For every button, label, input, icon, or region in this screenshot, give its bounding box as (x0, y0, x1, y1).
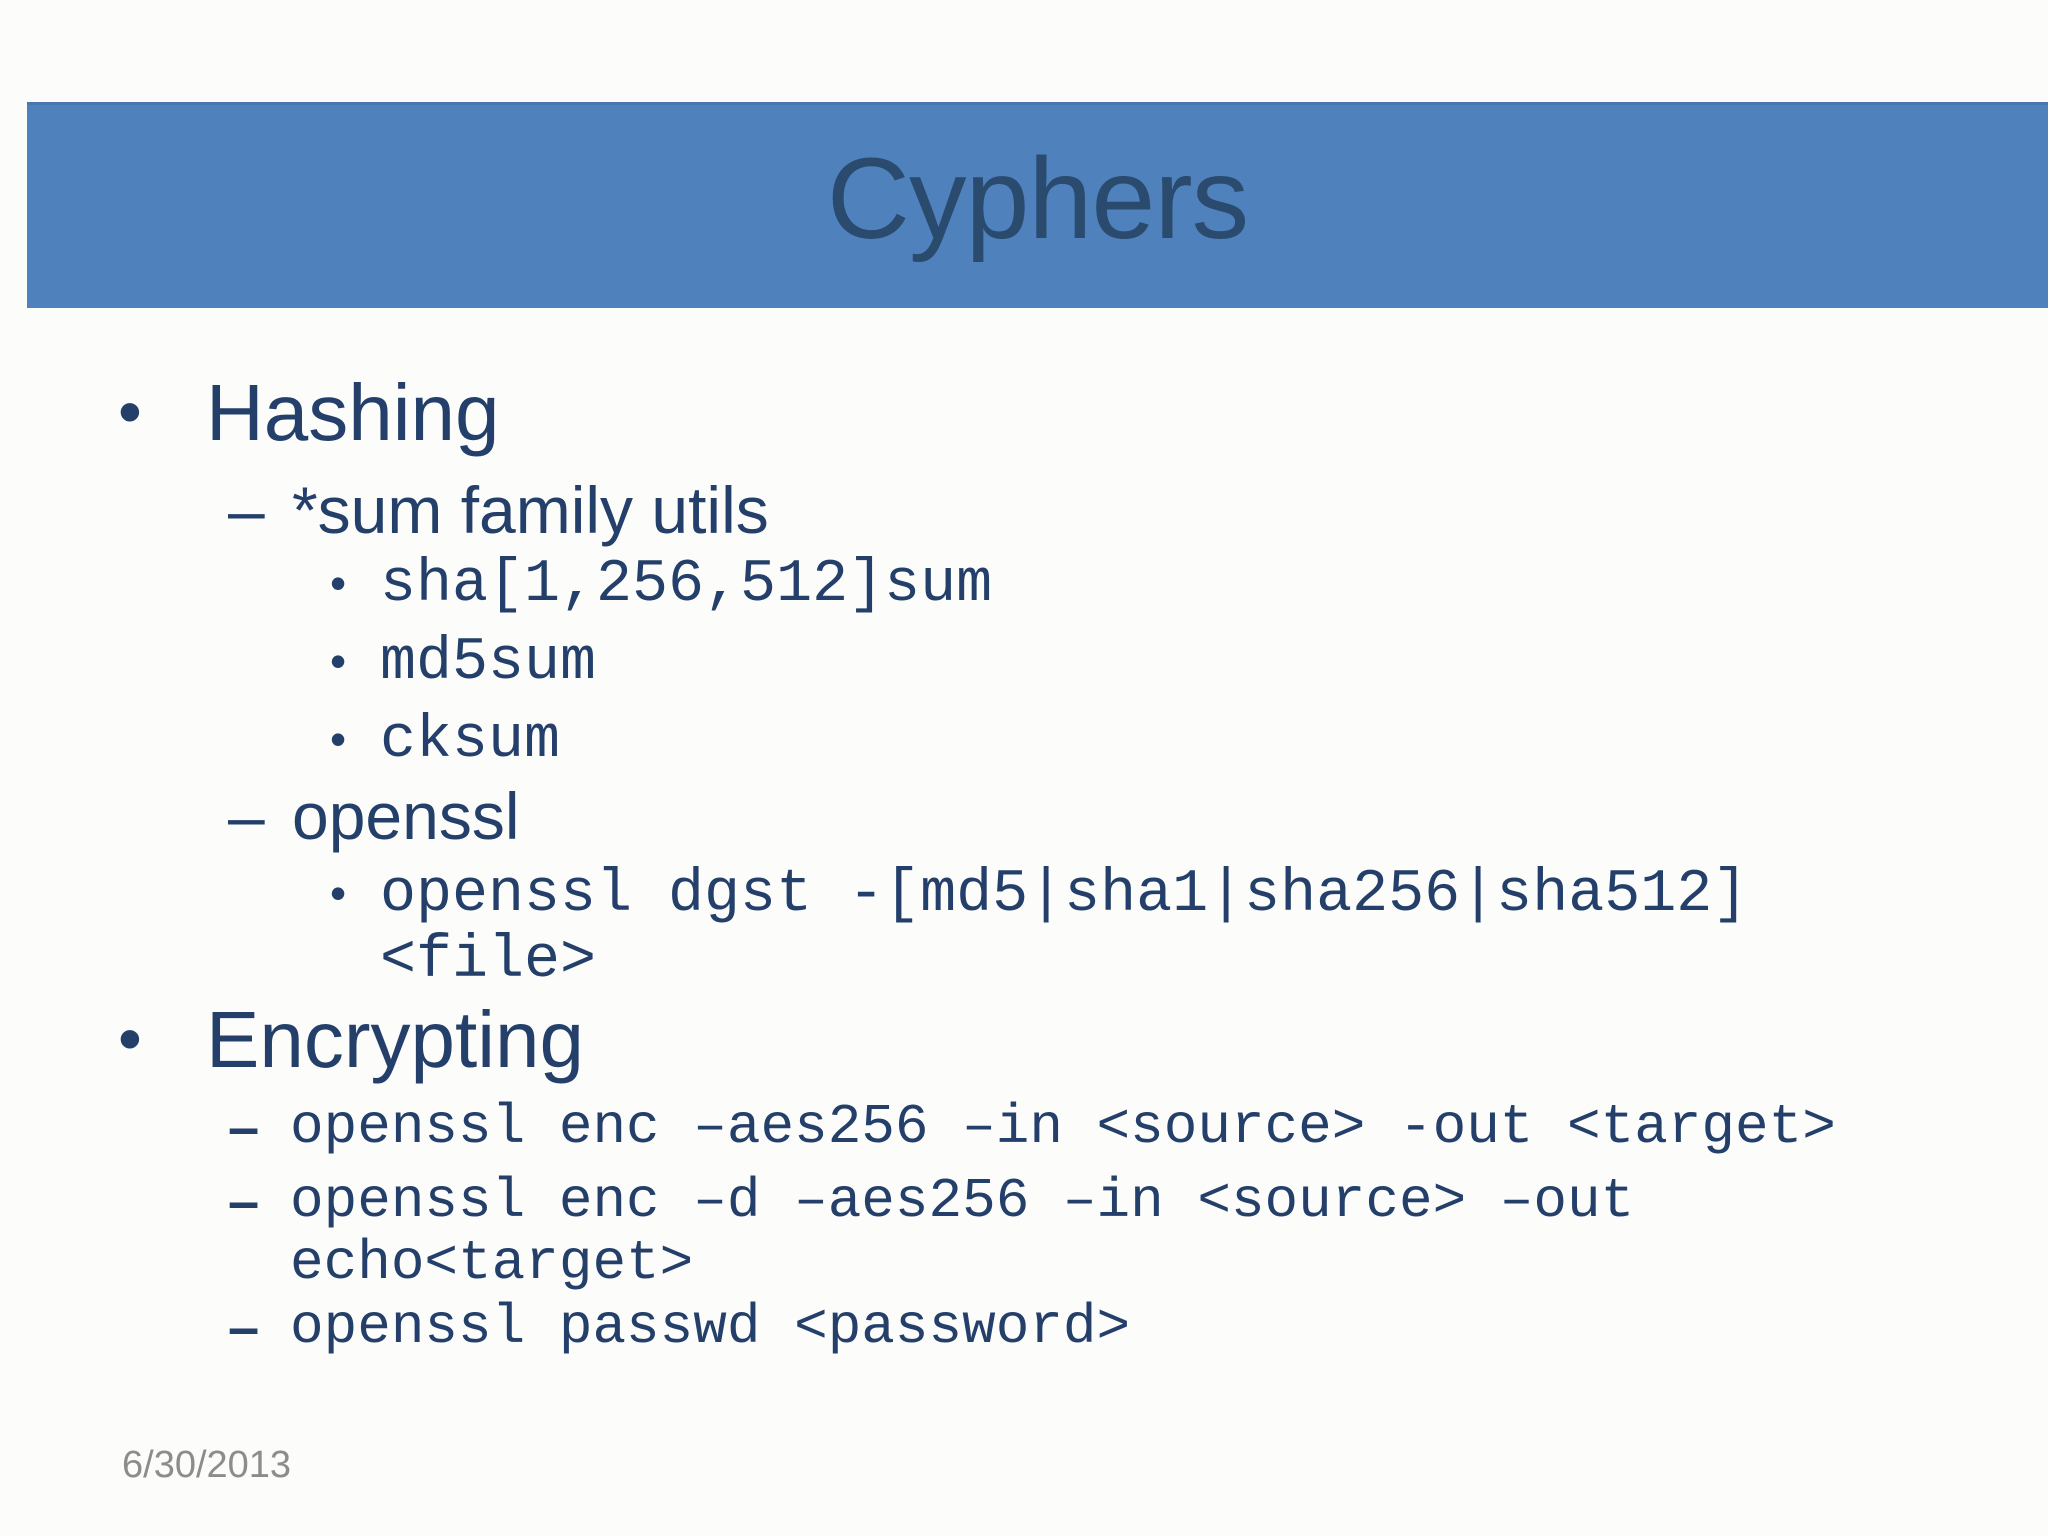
bullet-marker: • (330, 557, 347, 609)
bullet-item-md5sum: • md5sum (330, 630, 596, 696)
bullet-text: *sum family utils (292, 473, 769, 547)
slide-title: Cyphers (826, 135, 1249, 263)
dash-marker: – (228, 779, 265, 853)
bullet-item-openssl-enc: –openssl enc –aes256 –in <source> -out <… (228, 1095, 1990, 1159)
bullet-marker: • (118, 1001, 142, 1077)
bullet-item-encrypting: • Encrypting (118, 995, 584, 1085)
bullet-marker: • (330, 635, 347, 687)
dash-marker: – (228, 1295, 260, 1358)
bullet-text: cksum (380, 707, 561, 775)
bullet-text: openssl enc –d –aes256 –in <source> –out… (290, 1169, 1635, 1296)
bullet-item-sum-family: –*sum family utils (228, 473, 769, 548)
bullet-text: Hashing (206, 368, 500, 457)
bullet-marker: • (118, 374, 142, 450)
slide-date: 6/30/2013 (122, 1444, 292, 1486)
bullet-text: sha[1,256,512]sum (380, 551, 993, 619)
bullet-text: openssl passwd <password> (290, 1295, 1131, 1359)
dash-marker: – (228, 473, 265, 547)
bullet-marker: • (330, 713, 347, 765)
bullet-text: Encrypting (206, 995, 584, 1084)
slide-title-bar: Cyphers (27, 102, 2048, 308)
bullet-item-cksum: • cksum (330, 708, 560, 774)
bullet-text: md5sum (380, 629, 597, 697)
dash-marker: – (228, 1169, 260, 1232)
bullet-item-openssl: –openssl (228, 779, 520, 854)
bullet-item-shasum: • sha[1,256,512]sum (330, 552, 992, 618)
dash-marker: – (228, 1095, 260, 1158)
bullet-text: openssl enc –aes256 –in <source> -out <t… (290, 1095, 1836, 1159)
bullet-item-openssl-passwd: –openssl passwd <password> (228, 1295, 1131, 1359)
bullet-item-openssl-dec: –openssl enc –d –aes256 –in <source> –ou… (228, 1169, 1750, 1296)
bullet-marker: • (330, 867, 347, 919)
bullet-item-openssl-dgst: • openssl dgst -[md5|sha1|sha256|sha512] … (330, 862, 1840, 994)
bullet-item-hashing: • Hashing (118, 368, 500, 458)
bullet-text: openssl (292, 779, 520, 853)
bullet-text: openssl dgst -[md5|sha1|sha256|sha512] <… (380, 861, 1749, 995)
